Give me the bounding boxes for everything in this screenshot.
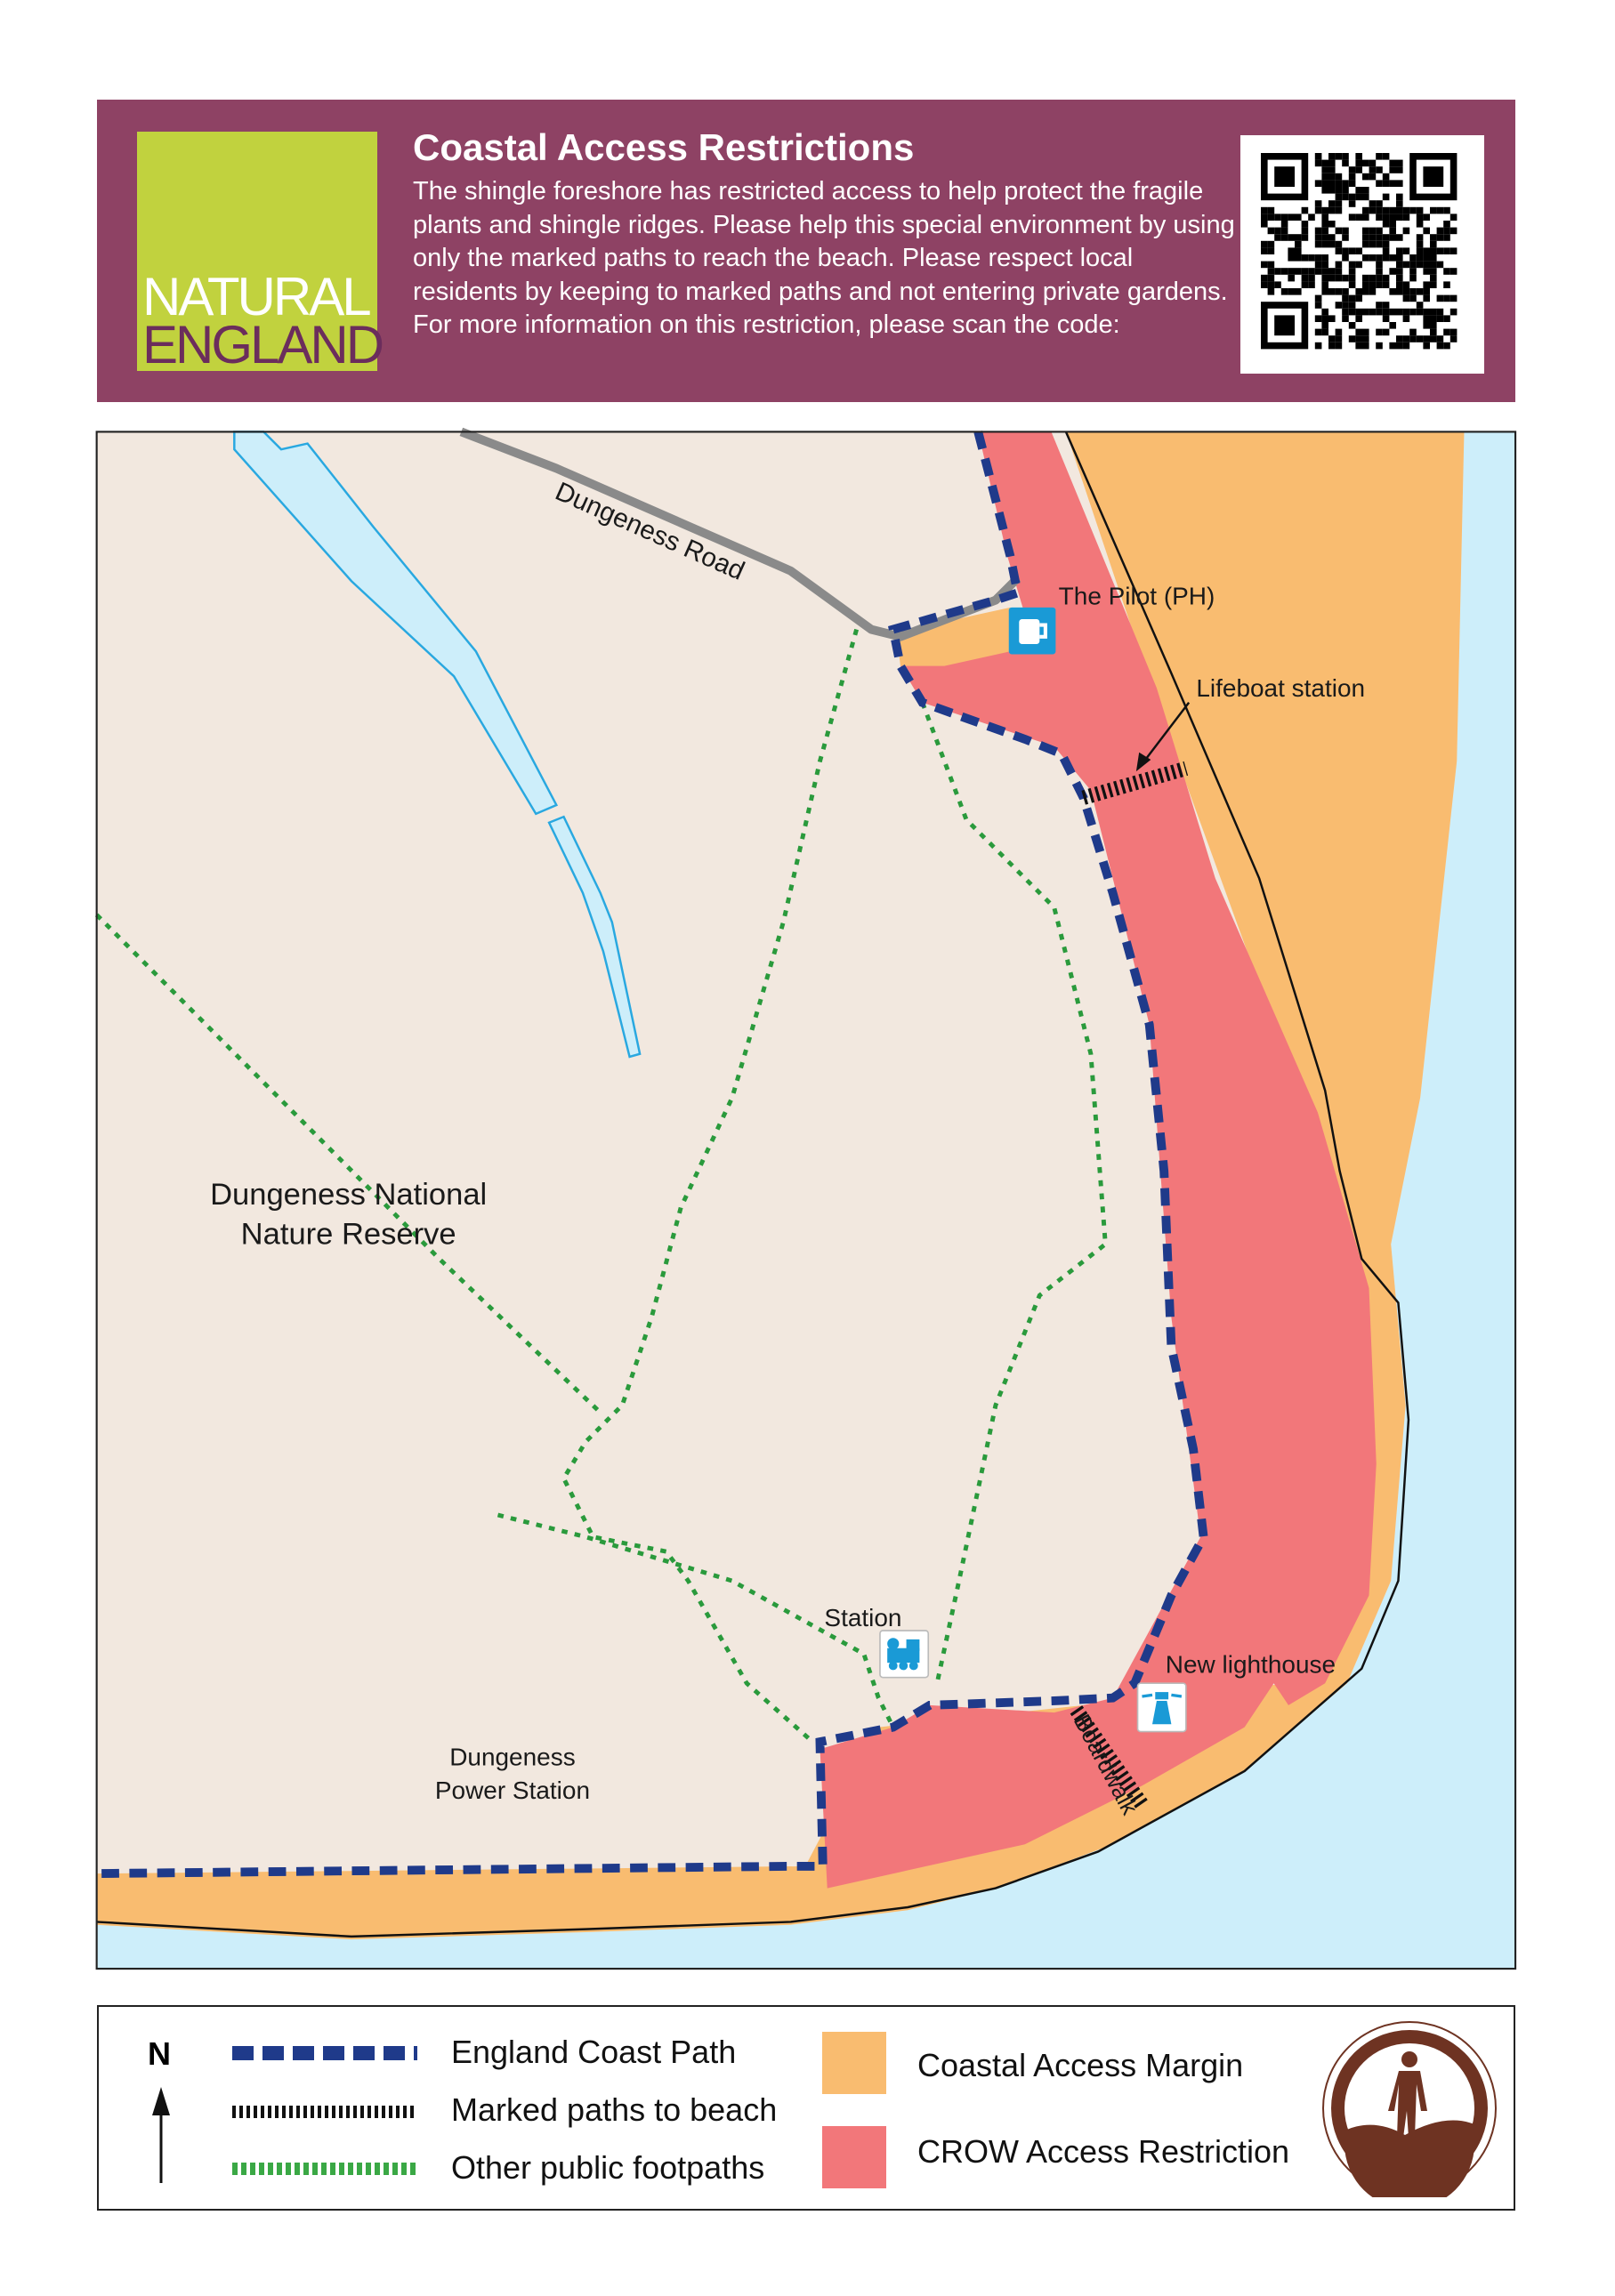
legend-label-footpaths: Other public footpaths: [451, 2149, 765, 2186]
lighthouse-icon: [1136, 1682, 1187, 1733]
legend-label-crow: CROW Access Restriction: [917, 2133, 1290, 2170]
legend-swatch-crow: [822, 2126, 886, 2188]
label-power-2: Power Station: [435, 1776, 590, 1804]
legend-label-marked-paths: Marked paths to beach: [451, 2091, 778, 2128]
footpath: [94, 913, 602, 1414]
lifeboat-path: [1081, 761, 1189, 805]
legend: N England Coast Path Marked paths to bea…: [97, 2005, 1515, 2211]
lifeboat-arrowhead: [1135, 752, 1151, 772]
pub-icon: [1008, 607, 1056, 655]
coastline: [96, 431, 1410, 1938]
legend-coast-path-icon: [232, 2046, 417, 2060]
lake-north: [233, 431, 559, 816]
label-new-lighthouse: New lighthouse: [1166, 1651, 1336, 1679]
crow-access-restriction: [820, 431, 1377, 1889]
footpaths: [94, 628, 1108, 1744]
coast-path-walker-icon: [1322, 2021, 1497, 2197]
qr-code[interactable]: [1240, 135, 1484, 374]
legend-marked-path-icon: [232, 2106, 417, 2118]
map-frame: [95, 431, 1517, 1970]
logo-england: ENGLAND: [142, 315, 384, 375]
coastal-access-margin: [96, 431, 1465, 1940]
label-reserve-1: Dungeness National: [210, 1178, 487, 1212]
north-label: N: [148, 2035, 171, 2072]
footpath: [920, 701, 1108, 1684]
legend-swatch-margin: [822, 2032, 886, 2094]
north-arrow-icon: [152, 2087, 170, 2183]
label-power-1: Dungeness: [449, 1743, 576, 1770]
footpath: [497, 1512, 895, 1728]
legend-label-coast-path: England Coast Path: [451, 2034, 737, 2070]
qr-code-icon: [1261, 153, 1458, 350]
natural-england-logo: NATURAL ENGLAND: [137, 132, 384, 372]
label-the-pilot: The Pilot (PH): [1059, 583, 1215, 610]
england-coast-path: [96, 431, 1208, 1879]
page-title: Coastal Access Restrictions: [413, 126, 915, 168]
logo-natural: NATURAL: [142, 267, 372, 326]
description: The shingle foreshore has restricted acc…: [413, 177, 1235, 339]
lake-south: [547, 815, 642, 1059]
footpath: [561, 628, 859, 1744]
legend-footpath-icon: [232, 2163, 417, 2175]
sea: [96, 431, 1516, 1970]
train-icon: [879, 1630, 930, 1679]
marked-paths-to-beach: [1070, 761, 1189, 1809]
label-lifeboat-station: Lifeboat station: [1196, 674, 1365, 702]
legend-label-margin: Coastal Access Margin: [917, 2047, 1244, 2083]
lifeboat-arrow: [1141, 702, 1191, 765]
label-station: Station: [824, 1604, 901, 1631]
label-reserve-2: Nature Reserve: [241, 1218, 456, 1252]
header-banner: NATURAL ENGLAND Coastal Access Restricti…: [97, 100, 1515, 402]
dungeness-road: [459, 427, 1021, 641]
